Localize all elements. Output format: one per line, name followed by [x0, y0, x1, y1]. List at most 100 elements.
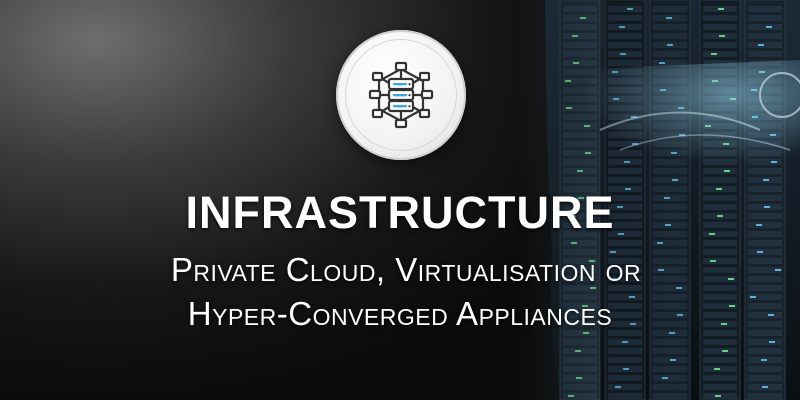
rack-slot — [653, 231, 687, 237]
rack-led — [756, 224, 762, 226]
rack-led — [677, 314, 683, 316]
rack-slot — [608, 276, 642, 282]
rack-slot — [748, 42, 782, 48]
rack-slot — [653, 258, 687, 264]
rack-slot — [703, 321, 737, 327]
rack-led — [729, 305, 735, 307]
rack-slot — [748, 294, 782, 300]
rack-led — [717, 215, 723, 217]
rack-slot — [748, 51, 782, 57]
rack-slot — [748, 321, 782, 327]
rack-slot — [748, 15, 782, 21]
rack-slot — [748, 303, 782, 309]
rack-slot — [653, 24, 687, 30]
rack-led — [619, 26, 625, 28]
rack-slot — [703, 24, 737, 30]
rack-led — [763, 179, 769, 181]
rack-slot — [703, 285, 737, 291]
rack-led — [722, 350, 728, 352]
rack-slot — [703, 222, 737, 228]
rack-led — [620, 53, 626, 55]
rack-slot — [748, 33, 782, 39]
rack-led — [676, 287, 682, 289]
rack-slot — [653, 366, 687, 372]
rack-slot — [653, 375, 687, 381]
rack-led — [615, 386, 621, 388]
rack-slot — [608, 375, 642, 381]
server-network-icon — [368, 61, 434, 129]
rack-led — [662, 377, 668, 379]
rack-slot — [608, 15, 642, 21]
rack-slot — [608, 393, 642, 399]
icon-badge — [336, 30, 466, 160]
rack-slot — [748, 249, 782, 255]
rack-led — [672, 179, 678, 181]
rack-led — [761, 359, 767, 361]
rack-slot — [748, 258, 782, 264]
rack-slot — [608, 213, 642, 219]
rack-led — [666, 17, 672, 19]
rack-slot — [653, 339, 687, 345]
badge-ring — [345, 39, 457, 151]
rack-slot — [703, 60, 737, 66]
rack-slot — [703, 267, 737, 273]
rack-slot — [608, 285, 642, 291]
rack-slot — [703, 330, 737, 336]
rack-led — [766, 26, 772, 28]
rack-led — [664, 197, 670, 199]
rack-led — [769, 341, 775, 343]
banner-title: INFRASTRUCTURE — [185, 187, 615, 238]
rack-slot — [608, 231, 642, 237]
rack-slot — [608, 303, 642, 309]
rack-led — [658, 269, 664, 271]
rack-slot — [703, 15, 737, 21]
rack-slot — [608, 222, 642, 228]
rack-slot — [703, 249, 737, 255]
rack-slot — [608, 195, 642, 201]
banner-subtitle-line-1: Private Cloud, Virtualisation or — [170, 251, 642, 288]
rack-slot — [653, 312, 687, 318]
rack-slot — [653, 186, 687, 192]
rack-slot — [653, 204, 687, 210]
rack-slot — [703, 231, 737, 237]
rack-led — [764, 206, 770, 208]
rack-slot — [703, 312, 737, 318]
rack-slot — [703, 51, 737, 57]
rack-slot — [703, 384, 737, 390]
rack-slot — [748, 375, 782, 381]
rack-slot — [608, 384, 642, 390]
rack-slot — [608, 258, 642, 264]
rack-slot — [703, 375, 737, 381]
rack-slot — [748, 285, 782, 291]
rack-slot — [653, 285, 687, 291]
rack-slot — [748, 222, 782, 228]
rack-slot — [748, 393, 782, 399]
rack-slot — [608, 177, 642, 183]
rack-slot — [703, 357, 737, 363]
rack-slot — [703, 348, 737, 354]
rack-slot — [608, 321, 642, 327]
rack-slot — [748, 24, 782, 30]
rack-slot — [703, 42, 737, 48]
rack-led — [711, 53, 717, 55]
rack-slot — [703, 177, 737, 183]
rack-slot — [608, 348, 642, 354]
rack-slot — [653, 213, 687, 219]
rack-slot — [653, 51, 687, 57]
rack-led — [710, 260, 716, 262]
rack-slot — [703, 276, 737, 282]
rack-slot — [653, 393, 687, 399]
rack-led — [670, 359, 676, 361]
rack-led — [718, 8, 724, 10]
rack-slot — [653, 348, 687, 354]
rack-slot — [608, 267, 642, 273]
rack-led — [716, 188, 722, 190]
rack-slot — [608, 294, 642, 300]
rack-slot — [748, 330, 782, 336]
rack-slot — [703, 258, 737, 264]
rack-slot — [748, 195, 782, 201]
rack-led — [622, 341, 628, 343]
rack-led — [762, 386, 768, 388]
rack-slot — [653, 303, 687, 309]
rack-slot — [608, 240, 642, 246]
